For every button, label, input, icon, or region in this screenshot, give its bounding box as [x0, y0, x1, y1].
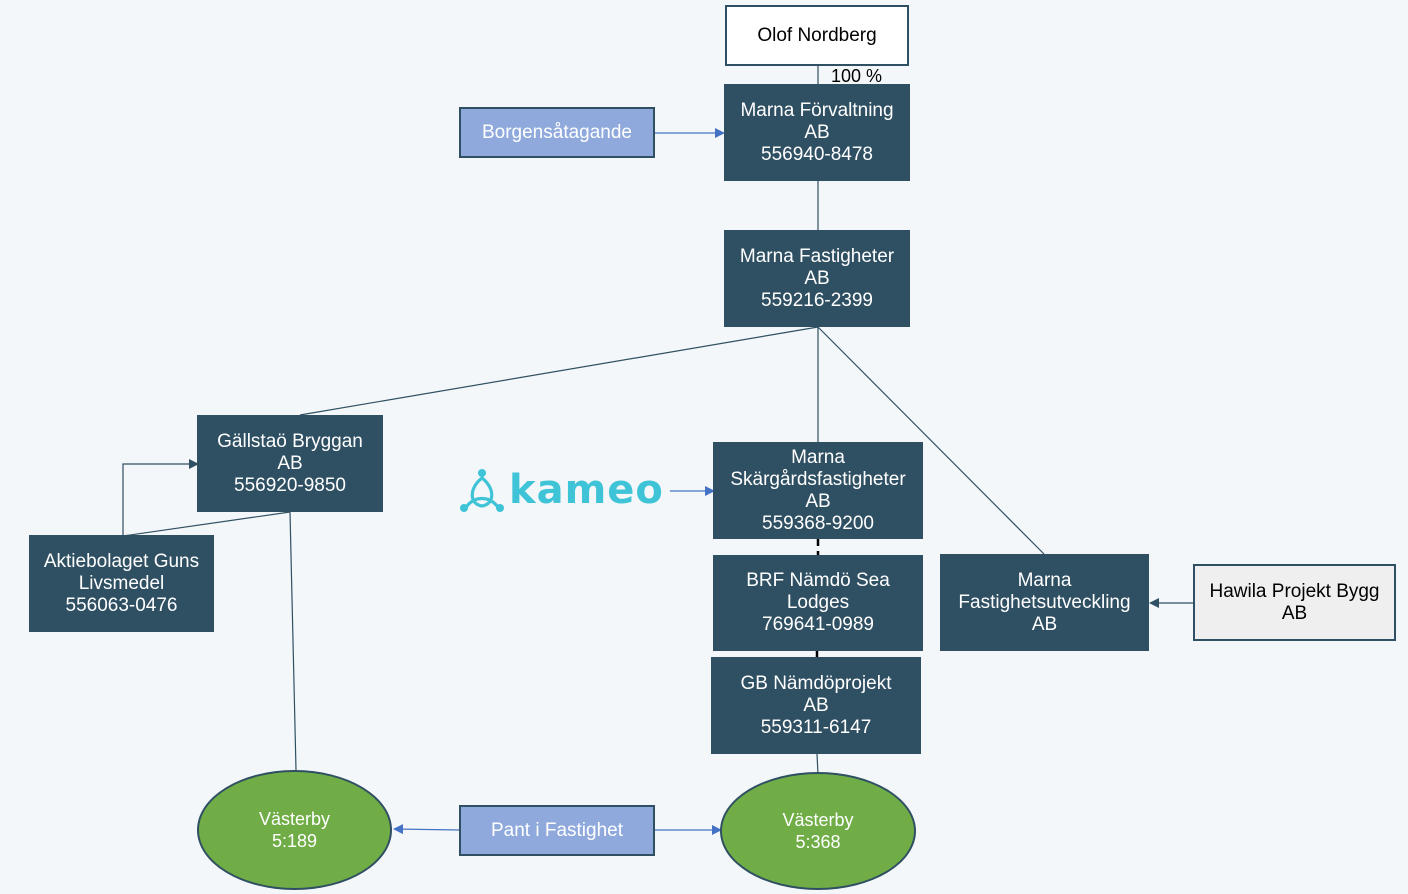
property-vasterby-5-368: Västerby 5:368	[720, 772, 916, 890]
company-hawila-projekt-bygg: Hawila Projekt Bygg AB	[1193, 564, 1396, 641]
company-marna-fastigheter: Marna Fastigheter AB 559216-2399	[724, 230, 910, 327]
company-name-cont: Fastighetsutveckling	[958, 591, 1131, 613]
company-org-number: 769641-0989	[762, 614, 874, 635]
property-name: Västerby	[782, 810, 854, 830]
property-designation: 5:368	[795, 832, 841, 852]
company-name: Aktiebolaget Guns	[43, 550, 200, 572]
company-form: AB	[804, 121, 830, 143]
company-org-number: 559311-6147	[760, 716, 872, 738]
edge-guns-gallstao	[122, 459, 199, 535]
kameo-logo-icon	[460, 469, 504, 512]
company-name-cont: Livsmedel	[78, 572, 165, 594]
edge-gb-v368	[816, 753, 819, 775]
company-name: BRF Nämdö Sea	[746, 570, 890, 591]
owner-name: Olof Nordberg	[757, 24, 877, 46]
company-form: AB	[804, 267, 830, 289]
company-name: Marna	[791, 446, 845, 468]
company-name: Hawila Projekt Bygg	[1209, 580, 1380, 602]
company-name: Gällstaö Bryggan	[217, 430, 363, 452]
company-name: GB Nämdöprojekt	[740, 672, 892, 694]
company-name: Marna Fastigheter	[739, 245, 895, 267]
company-guns-livsmedel: Aktiebolaget Guns Livsmedel 556063-0476	[29, 535, 214, 632]
kameo-logo: kameo	[459, 465, 664, 515]
company-gallstao-bryggan: Gällstaö Bryggan AB 556920-9850	[197, 415, 383, 512]
company-name: Marna	[1017, 569, 1072, 591]
mortgage-label: Pant i Fastighet	[490, 819, 624, 841]
guarantee-label: Borgensåtagande	[481, 121, 632, 143]
company-form: AB	[1031, 613, 1058, 635]
guarantee-note: Borgensåtagande	[459, 107, 655, 158]
company-form: AB	[1281, 602, 1308, 624]
edge-gallstao-v189	[289, 511, 297, 771]
company-form: AB	[277, 452, 303, 474]
company-name-cont: Skärgårdsfastigheter	[730, 468, 906, 490]
property-vasterby-5-189: Västerby 5:189	[197, 770, 392, 890]
company-form: AB	[805, 490, 831, 512]
property-designation: 5:189	[271, 831, 318, 851]
company-org-number: 559368-9200	[762, 512, 874, 534]
kameo-logo-text: kameo	[509, 467, 664, 513]
company-org-number: 559216-2399	[761, 289, 873, 311]
edge-fastigheter-utveckling	[817, 326, 1045, 555]
company-name: Marna Förvaltning	[740, 99, 894, 121]
company-org-number: 556920-9850	[234, 474, 346, 496]
company-org-number: 556063-0476	[65, 594, 178, 616]
company-gb-namdoprojekt: GB Nämdöprojekt AB 559311-6147	[711, 657, 921, 754]
ownership-label: 100 %	[831, 66, 883, 86]
company-brf-namdo-sea-lodges: BRF Nämdö Sea Lodges 769641-0989	[713, 555, 923, 651]
company-name-cont: Lodges	[786, 592, 850, 613]
company-marna-skargardsfastigheter: Marna Skärgårdsfastigheter AB 559368-920…	[713, 442, 923, 539]
company-org-number: 556940-8478	[761, 143, 873, 165]
edge-mortgage-v189	[393, 824, 461, 835]
company-form: AB	[803, 694, 829, 716]
mortgage-note: Pant i Fastighet	[459, 805, 655, 856]
edge-gallstao-guns	[122, 511, 291, 537]
property-name: Västerby	[258, 809, 331, 829]
edge-fastigheter-gallstao	[299, 326, 819, 416]
company-marna-fastighetsutveckling: Marna Fastighetsutveckling AB	[940, 554, 1149, 651]
company-marna-forvaltning: Marna Förvaltning AB 556940-8478	[724, 84, 910, 181]
owner-node: Olof Nordberg	[725, 5, 909, 66]
